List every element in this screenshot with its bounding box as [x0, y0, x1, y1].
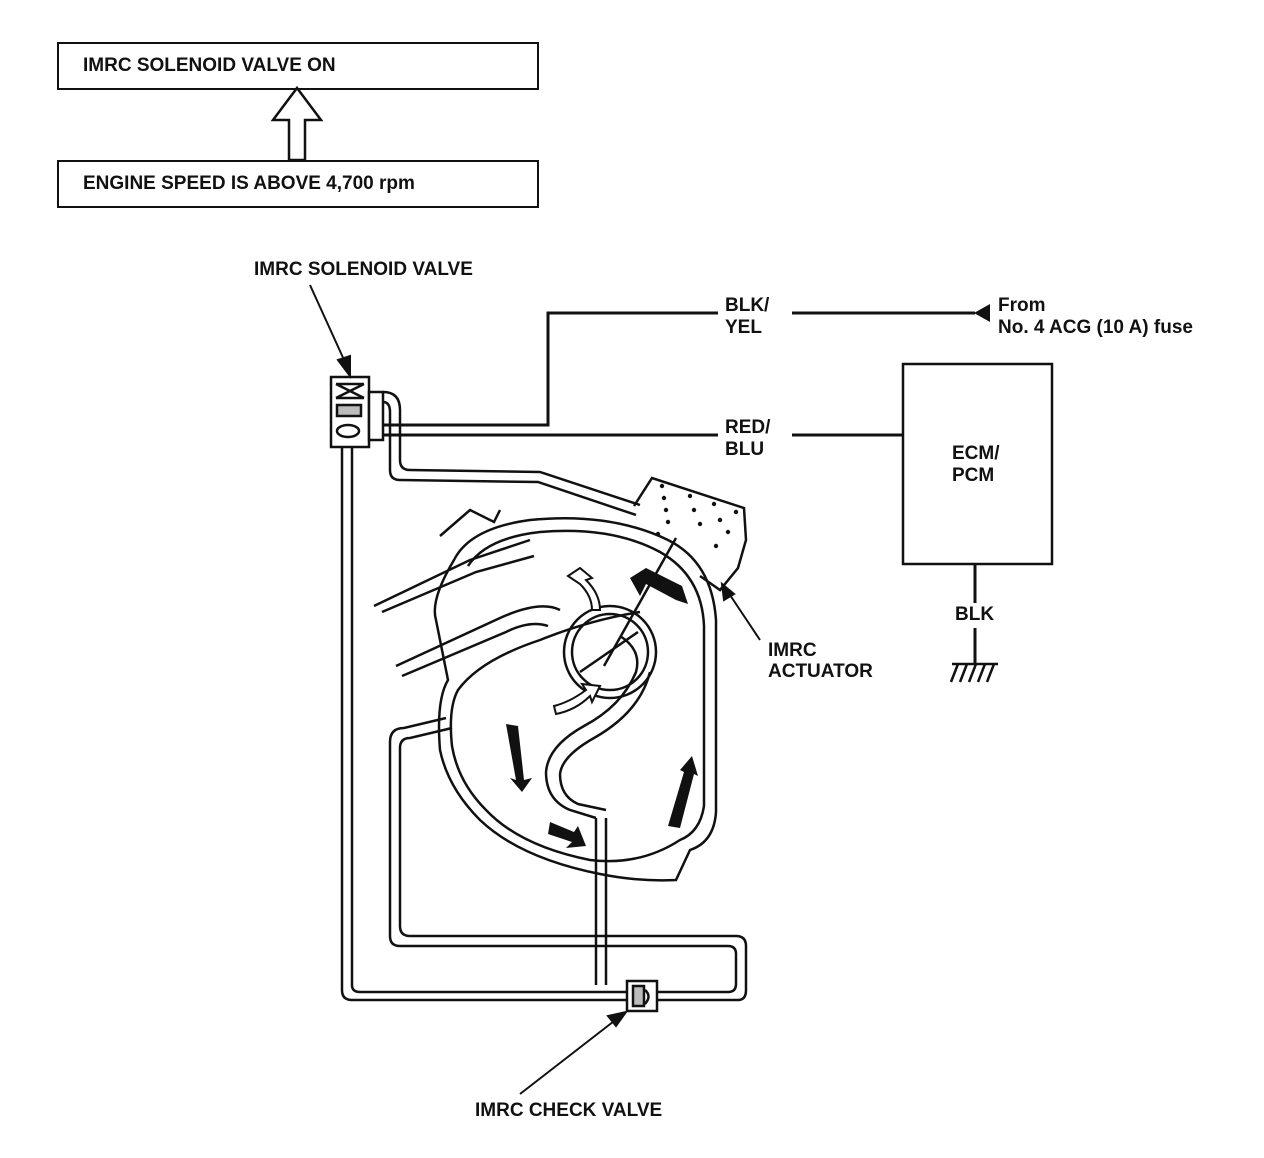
solenoid-valve-label: IMRC SOLENOID VALVE	[254, 259, 473, 280]
check-valve-icon	[625, 979, 659, 1013]
solenoid-valve-icon	[329, 375, 385, 449]
flow-arrow-left	[506, 724, 532, 792]
wire-red-blu-label-2: BLU	[725, 439, 765, 460]
condition-box-engine-speed: ENGINE SPEED IS ABOVE 4,700 rpm	[57, 160, 539, 208]
fuse-source-label-1: From	[998, 295, 1046, 316]
callout-leaders	[309, 284, 761, 1095]
actuator-label-2: ACTUATOR	[768, 661, 873, 682]
intake-manifold	[373, 476, 748, 882]
blk-yel-wire	[380, 311, 718, 427]
ecm-pcm-label-2: PCM	[952, 465, 995, 486]
hollow-flow-arrows	[552, 566, 602, 716]
wiring	[380, 311, 977, 664]
flow-arrow-bottom	[548, 822, 586, 848]
wire-blk-yel-label-2: YEL	[725, 317, 762, 338]
check-valve-label: IMRC CHECK VALVE	[475, 1100, 663, 1121]
actuator-dots	[655, 483, 739, 549]
fuse-arrowhead	[974, 304, 990, 322]
ecm-pcm-label-1: ECM/	[952, 443, 1000, 464]
fuse-source-label-2: No. 4 ACG (10 A) fuse	[998, 317, 1193, 338]
wire-red-blu-label-1: RED/	[725, 417, 771, 438]
flow-up-arrow	[270, 85, 324, 162]
ground-icon	[949, 662, 998, 683]
vacuum-hoses	[340, 390, 748, 1002]
ground-wire-label: BLK	[955, 604, 995, 625]
wire-blk-yel-label-1: BLK/	[725, 295, 770, 316]
flow-arrow-top	[630, 568, 688, 604]
ecm-pcm-box	[901, 362, 1054, 566]
status-box-solenoid-on-text: IMRC SOLENOID VALVE ON	[83, 55, 336, 76]
airflow-arrows	[506, 568, 698, 848]
flow-arrow-right	[668, 756, 698, 828]
condition-box-engine-speed-text: ENGINE SPEED IS ABOVE 4,700 rpm	[83, 173, 415, 194]
status-box-solenoid-on: IMRC SOLENOID VALVE ON	[57, 42, 539, 90]
actuator-label-1: IMRC	[768, 640, 817, 661]
